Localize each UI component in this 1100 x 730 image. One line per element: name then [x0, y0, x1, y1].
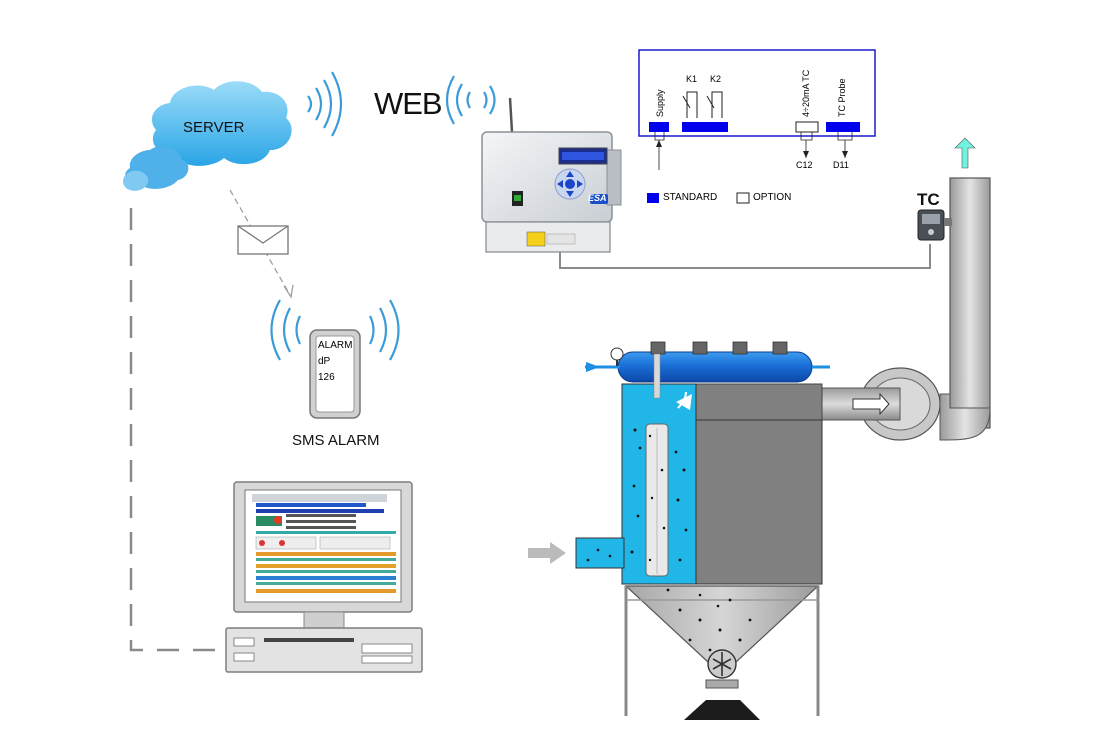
envelope-icon — [237, 225, 289, 255]
tc-label: TC — [917, 190, 940, 209]
tc-probe-terminal — [826, 122, 860, 132]
terminal-label-analog: 4÷20mA TC — [801, 69, 811, 117]
tc-cable — [559, 244, 931, 269]
supply-terminal — [649, 122, 669, 132]
web-signal-icon — [445, 75, 496, 125]
exhaust-stack — [819, 137, 991, 441]
controller-device — [481, 97, 622, 253]
analog-terminal — [795, 121, 819, 133]
dirty-air-inlet-arrow-icon — [528, 542, 566, 564]
monitoring-software-screen — [252, 494, 396, 593]
phone-text-value: 126 — [318, 372, 335, 383]
legend-standard-swatch — [647, 193, 659, 203]
server-cloud — [123, 81, 292, 191]
terminal-diagram — [638, 49, 876, 204]
bag-filter — [528, 341, 830, 720]
air-inlet-arrow-icon — [586, 362, 600, 372]
terminal-label-k1: K1 — [686, 74, 698, 84]
terminal-label-supply: Supply — [655, 89, 665, 117]
terminal-label-c12: C12 — [796, 160, 813, 170]
legend-standard-label: STANDARD — [663, 192, 718, 203]
sms-link-arrow-icon — [283, 284, 294, 299]
tc-probe — [917, 209, 952, 241]
web-label: WEB — [374, 86, 443, 121]
sms-alarm-label: SMS ALARM — [292, 432, 380, 449]
legend-option-swatch — [736, 192, 750, 204]
terminal-label-d11: D11 — [833, 160, 849, 170]
exhaust-arrow-icon — [954, 137, 976, 169]
phone-text-dp: dP — [318, 356, 331, 367]
device-brand-logo: ESA — [588, 193, 607, 203]
terminal-label-k2: K2 — [710, 74, 722, 84]
phone-signal-icon — [270, 299, 400, 361]
terminal-label-tc-probe: TC Probe — [837, 78, 847, 117]
relay-terminals — [682, 122, 728, 132]
server-to-workstation-link — [129, 208, 224, 652]
dust-pile — [684, 700, 760, 720]
phone-text-alarm: ALARM — [318, 340, 353, 351]
legend-option-label: OPTION — [753, 192, 792, 203]
server-signal-icon — [307, 71, 342, 137]
server-label: SERVER — [183, 119, 245, 136]
